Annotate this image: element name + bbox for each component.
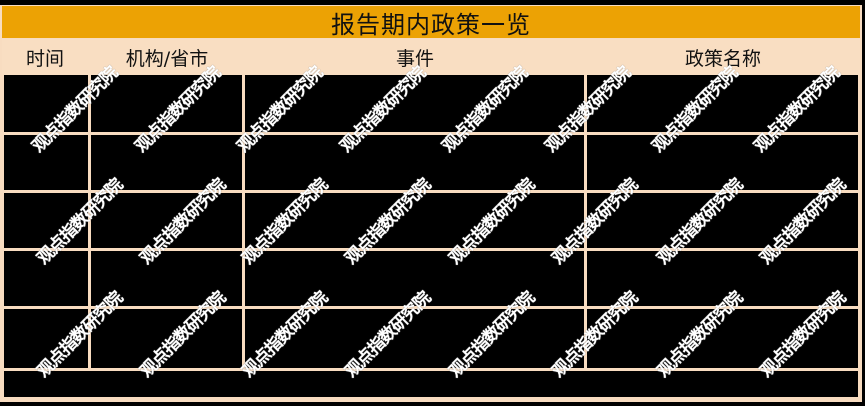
row-divider (2, 190, 860, 193)
table-title: 报告期内政策一览 (2, 6, 860, 39)
column-header-time: 时间 (25, 47, 64, 70)
table-cell-event (245, 193, 584, 248)
column-divider (584, 75, 587, 371)
table-border-right (858, 75, 860, 400)
table-body (2, 75, 860, 400)
column-header-agency: 机构/省市 (125, 47, 209, 70)
row-divider (2, 306, 860, 309)
table-cell-time (4, 193, 88, 248)
column-divider (242, 75, 245, 371)
table-cell-event (245, 75, 584, 132)
column-header-policy-name: 政策名称 (684, 47, 761, 70)
table-cell-agency (91, 193, 242, 248)
table-cell-event (245, 309, 584, 368)
column-divider (88, 75, 91, 371)
table-border-bottom (2, 397, 860, 400)
table-cell-agency (91, 251, 242, 306)
table-border-left (2, 75, 4, 400)
row-divider (2, 248, 860, 251)
row-divider (2, 132, 860, 135)
table-cell-agency (91, 75, 242, 132)
column-header-event: 事件 (395, 47, 434, 70)
table-cell-time (4, 135, 88, 190)
table-cell-policy (587, 251, 858, 306)
table-cell-agency (91, 135, 242, 190)
table-cell-agency (91, 309, 242, 368)
table-cell-policy (587, 309, 858, 368)
table-cell-policy (587, 75, 858, 132)
table-cell-time (4, 251, 88, 306)
table-cell-event (245, 135, 584, 190)
table-cell-time (4, 75, 88, 132)
table-footer-row (4, 371, 858, 397)
table-header-row: 时间 机构/省市 事件 政策名称 (2, 39, 860, 75)
policy-table: 报告期内政策一览 时间 机构/省市 事件 政策名称 (0, 5, 862, 402)
table-cell-policy (587, 193, 858, 248)
row-divider (2, 368, 860, 371)
table-cell-policy (587, 135, 858, 190)
table-cell-event (245, 251, 584, 306)
table-cell-time (4, 309, 88, 368)
